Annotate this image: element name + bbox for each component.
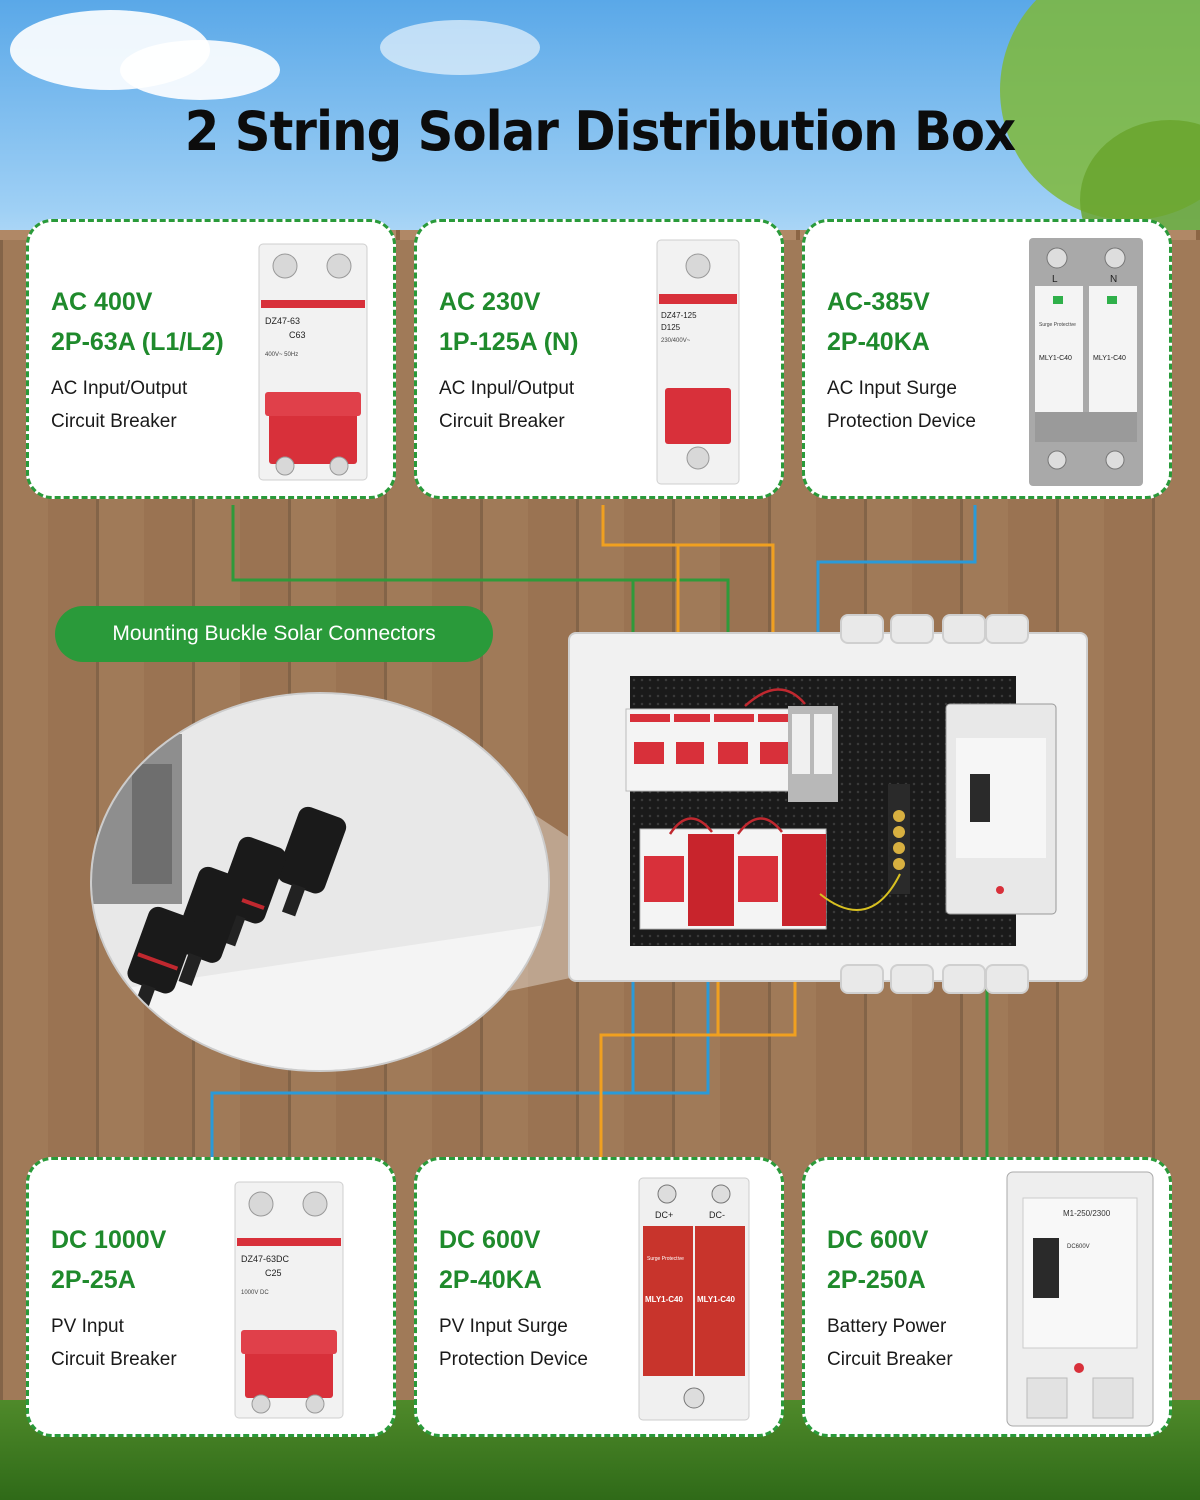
svg-text:1000V DC: 1000V DC [241,1290,269,1296]
terminal-block [888,784,910,894]
card-voltage: DC 600V [439,1226,541,1254]
svg-text:MLY1-C40: MLY1-C40 [1039,355,1072,362]
svg-text:DZ47-63: DZ47-63 [265,316,300,326]
card-description-2: Protection Device [827,411,976,432]
card-rating: 2P-25A [51,1266,136,1294]
mc4-connector [277,806,347,917]
svg-text:DC+: DC+ [655,1210,673,1220]
svg-text:L: L [1052,274,1058,285]
svg-text:Surge Protective: Surge Protective [647,1256,684,1262]
card-pv-breaker: DC 1000V 2P-25A PV Input Circuit Breaker… [26,1157,396,1437]
svg-text:DC600V: DC600V [1067,1244,1090,1250]
connectors-label: Mounting Buckle Solar Connectors [55,606,493,662]
card-description-2: Circuit Breaker [439,411,565,432]
svg-text:400V~ 50Hz: 400V~ 50Hz [265,352,298,358]
connectors-closeup [90,692,550,1072]
card-ac-spd: AC-385V 2P-40KA AC Input Surge Protectio… [802,219,1172,499]
svg-text:DZ47-63DC: DZ47-63DC [241,1254,290,1264]
cable-gland [840,614,884,644]
ac-breaker-row [625,706,838,802]
svg-text:Surge Protective: Surge Protective [1039,322,1076,328]
breaker-1p-image: DZ47-125 D125 230/400V~ [656,239,740,485]
cable-gland [985,964,1029,994]
cloud [120,40,280,100]
card-ac230-breaker: AC 230V 1P-125A (N) AC Inpul/Output Circ… [414,219,784,499]
cable-gland [985,614,1029,644]
wire-blue-pv-breaker [210,900,635,1160]
card-description: Battery Power [827,1316,947,1337]
card-description-2: Circuit Breaker [51,411,177,432]
distribution-box [568,614,1088,994]
dc-breaker-row [639,828,827,930]
box-components [625,688,1057,930]
card-rating: 2P-63A (L1/L2) [51,328,224,356]
svg-text:MLY1-C40: MLY1-C40 [1093,355,1126,362]
cloud [380,20,540,75]
card-pv-spd: DC 600V 2P-40KA PV Input Surge Protectio… [414,1157,784,1437]
svg-text:MLY1-C40: MLY1-C40 [645,1295,683,1304]
svg-text:C63: C63 [289,330,306,340]
card-rating: 1P-125A (N) [439,328,579,356]
wire-orange-ac230 [601,505,680,700]
card-battery-breaker: DC 600V 2P-250A Battery Power Circuit Br… [802,1157,1172,1437]
svg-text:D125: D125 [661,323,681,332]
svg-text:MLY1-C40: MLY1-C40 [697,1295,735,1304]
breaker-2p-image: DZ47-63 C63 400V~ 50Hz [258,243,368,481]
card-voltage: DC 600V [827,1226,929,1254]
svg-text:C25: C25 [265,1268,282,1278]
card-description-2: Circuit Breaker [827,1349,953,1370]
surge-protector-ac-image: L N Surge Protective MLY1-C40 MLY1-C40 [1029,238,1143,486]
mc4-connectors-image [92,694,548,1070]
svg-text:DC-: DC- [709,1210,725,1220]
card-voltage: AC 230V [439,288,541,316]
card-description-2: Protection Device [439,1349,588,1370]
card-voltage: AC 400V [51,288,153,316]
card-rating: 2P-250A [827,1266,926,1294]
cable-gland [840,964,884,994]
card-description: PV Input [51,1316,124,1337]
battery-mccb [945,703,1057,915]
dc-breaker-2p-image: DZ47-63DC C25 1000V DC [234,1181,344,1419]
card-voltage: AC-385V [827,288,930,316]
card-description: PV Input Surge [439,1316,568,1337]
cable-gland [890,614,934,644]
svg-text:N: N [1110,274,1117,285]
card-rating: 2P-40KA [827,328,930,356]
surge-protector-dc-image: DC+ DC- Surge Protective MLY1-C40 MLY1-C… [638,1177,750,1421]
card-description: AC Inpul/Output [439,378,575,399]
svg-text:DZ47-125: DZ47-125 [661,311,697,320]
card-ac400-breaker: AC 400V 2P-63A (L1/L2) AC Input/Output C… [26,219,396,499]
svg-text:M1-250/2300: M1-250/2300 [1063,1209,1111,1218]
battery-mccb-image: M1-250/2300 DC600V [1006,1171,1154,1427]
card-description: AC Input Surge [827,378,957,399]
card-description: AC Input/Output [51,378,188,399]
card-rating: 2P-40KA [439,1266,542,1294]
svg-text:230/400V~: 230/400V~ [661,338,691,344]
page-title: 2 String Solar Distribution Box [184,100,1016,163]
cable-gland [890,964,934,994]
card-description-2: Circuit Breaker [51,1349,177,1370]
card-voltage: DC 1000V [51,1226,167,1254]
wire-blue-ac-spd [816,505,977,700]
